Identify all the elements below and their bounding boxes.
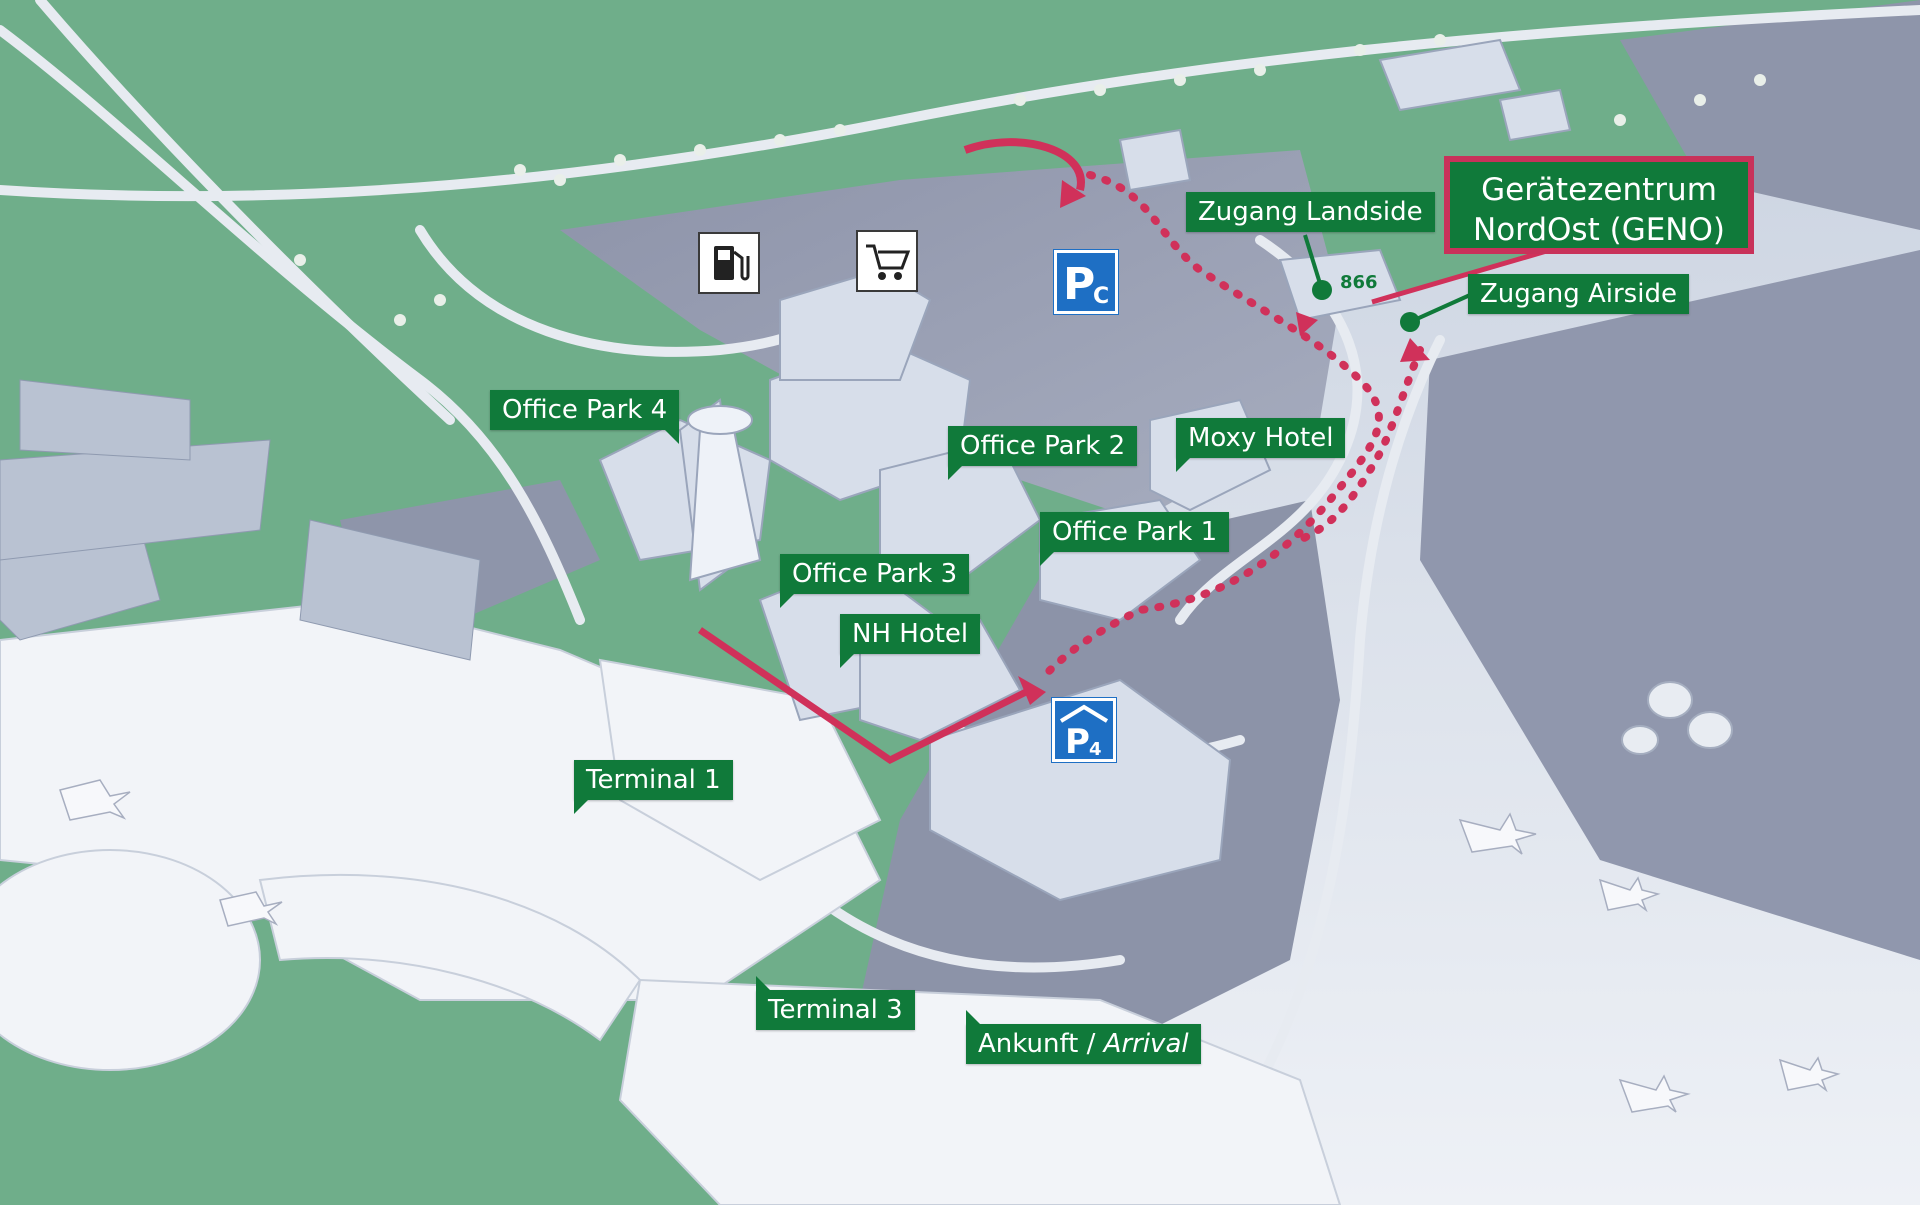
fuel-station-sign [698,232,760,294]
label-text: Office Park 4 [502,395,668,425]
parking-c-sub: C [1093,284,1109,309]
parking-p4-badge: P 4 [1051,697,1117,763]
label-text: NH Hotel [852,619,969,649]
label-moxy-hotel[interactable]: Moxy Hotel [1176,418,1346,472]
tarmac-northeast [1620,0,1920,230]
label-pointer [756,976,770,990]
label-office-park-4[interactable]: Office Park 4 [490,390,680,444]
label-pointer [840,654,854,668]
label-text: Zugang Landside [1198,197,1423,227]
trees [294,34,1766,326]
label-text: Terminal 3 [768,995,903,1025]
fuel-station-icon [714,246,750,281]
shopping-sign [856,230,918,292]
label-pointer [1176,458,1190,472]
label-terminal-3[interactable]: Terminal 3 [756,976,915,1030]
access-route [698,138,1430,765]
label-pointer [948,466,962,480]
parking-c-icon: P C [1063,259,1109,310]
label-office-park-3[interactable]: Office Park 3 [780,554,970,608]
label-office-park-2[interactable]: Office Park 2 [948,426,1138,480]
label-terminal-1[interactable]: Terminal 1 [574,760,733,814]
hangars-west [0,379,481,661]
geno-line-1: Gerätezentrum [1481,172,1717,208]
parking-c-badge: P C [1053,249,1119,315]
label-pointer [1040,552,1054,566]
parking-c-letter: P [1063,259,1095,310]
parking-p4-sub: 4 [1089,739,1102,759]
road-network [0,0,1920,1105]
label-text: Moxy Hotel [1188,423,1334,453]
label-text-separator: / [1086,1029,1096,1059]
label-pointer [665,430,680,444]
shopping-cart-icon [866,244,911,280]
parking-p4-letter: P [1065,722,1090,759]
label-text: Office Park 2 [960,431,1126,461]
label-text: Zugang Airside [1480,279,1677,309]
fuel-tanks [1621,681,1733,755]
label-text-ankunft: Ankunft [978,1029,1079,1059]
label-text: Terminal 1 [586,765,721,795]
runway-apron-east [1420,250,1920,960]
label-pointer [574,800,588,814]
label-nh-hotel[interactable]: NH Hotel [840,614,981,668]
label-office-park-1[interactable]: Office Park 1 [1040,512,1230,566]
label-pointer [780,594,794,608]
label-arrival[interactable]: Ankunft / Arrival [966,1010,1201,1064]
label-text: Office Park 1 [1052,517,1218,547]
label-text-arrival: Arrival [1103,1029,1189,1059]
access-connectors [1303,234,1551,332]
parking-garage-p4-icon: P 4 [1059,704,1109,762]
control-tower-top [687,405,753,435]
aircraft [59,779,1841,1113]
label-pointer [966,1010,980,1024]
label-zugang-landside[interactable]: Zugang Landside [1186,192,1435,232]
geno-line-2: NordOst (GENO) [1473,212,1725,248]
label-text: Office Park 3 [792,559,958,589]
label-zugang-airside[interactable]: Zugang Airside [1468,274,1689,314]
road-number-866: 866 [1340,272,1378,293]
label-geno[interactable]: Gerätezentrum NordOst (GENO) [1444,156,1754,254]
